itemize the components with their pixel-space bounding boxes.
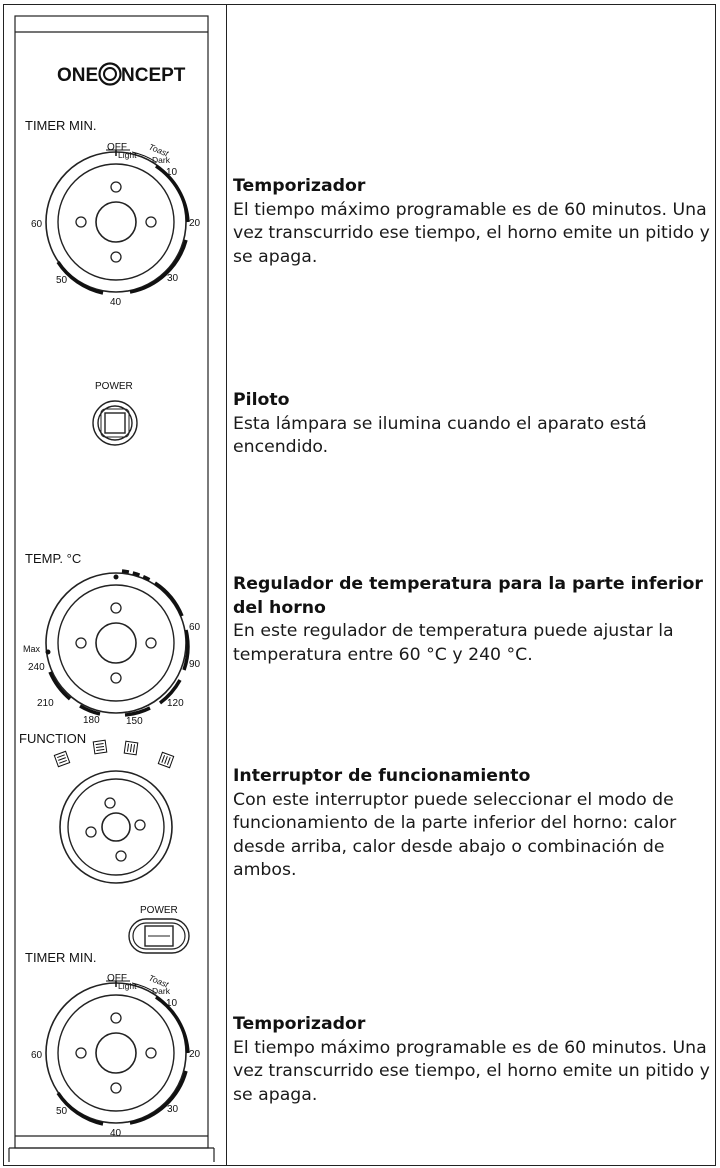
svg-text:NCEPT: NCEPT [121,65,186,86]
svg-text:Max: Max [23,644,41,654]
section-function-switch: Interruptor de funcionamiento Con este i… [233,765,713,883]
svg-text:ONE: ONE [57,65,98,86]
svg-text:30: 30 [167,273,179,284]
section-title: Interruptor de funcionamiento [233,766,531,786]
section-pilot-lamp: Piloto Esta lámpara se ilumina cuando el… [233,389,713,460]
power-label: POWER [95,381,133,392]
temperature-scale [45,569,190,717]
svg-text:50: 50 [56,275,68,286]
svg-text:Light: Light [118,981,137,991]
svg-text:OFF: OFF [107,973,127,984]
mode-bottom-heat-icon [92,739,108,755]
section-text: El tiempo máximo programable es de 60 mi… [233,1037,710,1105]
timer-marks-2: OFF Light Toast Dark 10 20 30 40 50 60 [31,973,201,1139]
section-timer: Temporizador El tiempo máximo programabl… [233,175,713,269]
svg-text:40: 40 [110,1128,122,1139]
temperature-knob[interactable] [45,572,187,714]
section-title: Regulador de temperatura para la parte i… [233,574,703,618]
timer-label-2: TIMER MIN. [25,950,97,965]
function-mode-icons [53,739,175,769]
svg-text:20: 20 [189,218,201,229]
svg-text:180: 180 [83,715,100,726]
function-knob[interactable] [59,770,173,884]
svg-text:60: 60 [31,1050,43,1061]
mode-convection-icon [157,751,175,769]
timer-marks: OFF Light Toast Dark 10 20 30 40 50 60 [31,142,201,308]
section-title: Piloto [233,390,290,410]
timer-scale-2 [56,980,190,1126]
svg-text:20: 20 [189,1049,201,1060]
svg-text:90: 90 [189,659,201,670]
power-label-2: POWER [140,905,178,916]
svg-text:Dark: Dark [152,986,171,996]
temperature-marks: Max 60 90 120 150 180 210 240 [23,622,201,727]
section-title: Temporizador [233,176,366,196]
svg-text:60: 60 [189,622,201,633]
temp-label: TEMP. °C [25,551,81,566]
svg-text:10: 10 [166,167,178,178]
svg-text:OFF: OFF [107,142,127,153]
oven-control-panel-illustration: ONE NCEPT TIMER MIN. OFF Light Toast Dar… [8,15,215,1162]
svg-text:Light: Light [118,150,137,160]
page-frame [3,4,716,1166]
svg-text:30: 30 [167,1104,179,1115]
function-label: FUNCTION [19,731,86,746]
section-text: En este regulador de temperatura puede a… [233,621,674,665]
brand-logo: ONE NCEPT [57,62,186,86]
mode-combined-heat-icon [123,740,139,756]
mode-top-heat-icon [53,750,71,768]
svg-text:150: 150 [126,716,143,727]
svg-text:40: 40 [110,297,122,308]
svg-text:240: 240 [28,662,45,673]
svg-text:60: 60 [31,219,43,230]
section-title: Temporizador [233,1014,366,1034]
svg-text:120: 120 [167,698,184,709]
power-indicator-lamp [92,400,138,446]
timer-scale [56,149,190,295]
timer-label: TIMER MIN. [25,118,97,133]
section-text: El tiempo máximo programable es de 60 mi… [233,199,710,267]
section-temperature: Regulador de temperatura para la parte i… [233,573,713,667]
svg-text:Dark: Dark [152,155,171,165]
section-text: Esta lámpara se ilumina cuando el aparat… [233,413,647,458]
section-text: Con este interruptor puede seleccionar e… [233,789,677,881]
svg-text:210: 210 [37,698,54,709]
column-divider [226,4,227,1166]
svg-text:50: 50 [56,1106,68,1117]
panel-outline [8,15,215,1162]
power-switch[interactable] [128,918,190,954]
section-timer-2: Temporizador El tiempo máximo programabl… [233,1013,713,1107]
svg-text:10: 10 [166,998,178,1009]
